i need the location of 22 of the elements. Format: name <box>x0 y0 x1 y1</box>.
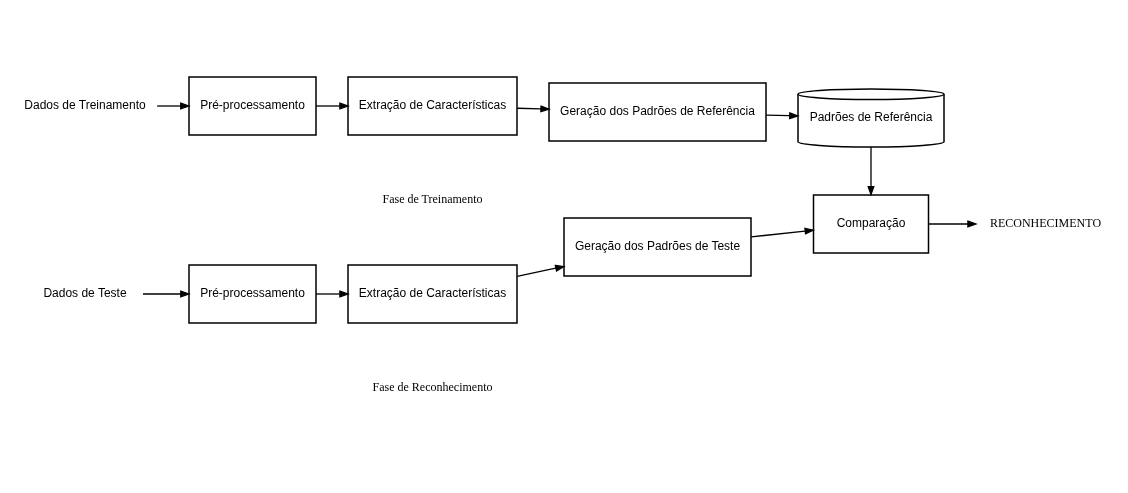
node-box: Pré-processamento <box>188 75 317 136</box>
label: Fase de Treinamento <box>382 191 483 206</box>
arrow <box>867 145 875 197</box>
arrow <box>750 226 816 238</box>
node-box: Extração de Características <box>347 75 518 136</box>
arrow <box>142 289 191 298</box>
label: Fase de Reconhecimento <box>372 379 493 394</box>
arrow <box>928 219 978 228</box>
arrow <box>516 264 566 277</box>
node-box: Geração dos Padrões de Teste <box>563 216 752 277</box>
node-box: Geração dos Padrões de Referência <box>548 81 767 142</box>
arrow <box>516 104 551 113</box>
node-box: Extração de Características <box>347 263 518 324</box>
node-box: Pré-processamento <box>188 263 317 324</box>
arrow <box>315 289 350 298</box>
arrow <box>156 101 191 110</box>
node-text: Dados de Teste <box>43 285 127 300</box>
node-box: Comparação <box>812 193 930 254</box>
arrow <box>315 101 350 110</box>
node-text: RECONHECIMENTO <box>989 215 1102 230</box>
node-text: Dados de Treinamento <box>24 97 146 112</box>
arrow <box>765 111 800 119</box>
